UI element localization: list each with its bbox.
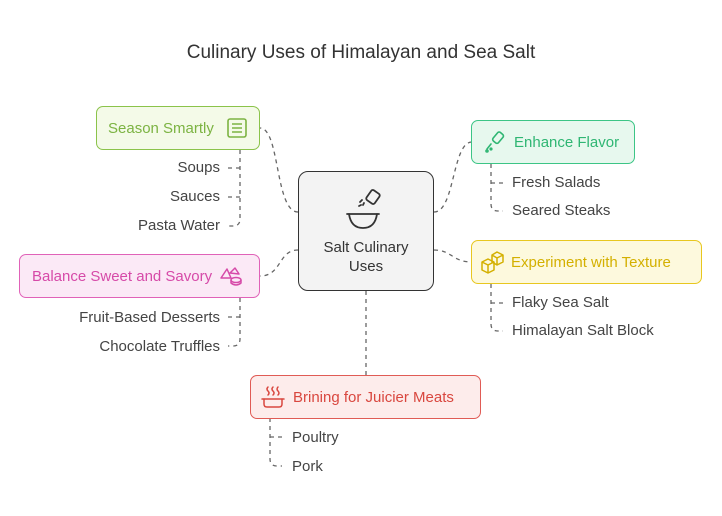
notepad-list-icon [224, 115, 250, 141]
branch-enhance-flavor: Enhance Flavor [471, 120, 635, 164]
center-node: Salt Culinary Uses [298, 171, 434, 291]
diagram-title: Culinary Uses of Himalayan and Sea Salt [186, 42, 536, 63]
salt-shaker-icon [482, 129, 508, 155]
branch-experiment-texture: Experiment with Texture [471, 240, 702, 284]
cubes-icon [480, 249, 506, 275]
branch-balance-sweet-savory: Balance Sweet and Savory [19, 254, 260, 298]
leaf-sauces: Sauces [169, 188, 220, 205]
center-label: Salt Culinary Uses [323, 239, 409, 275]
leaf-seared-steaks: Seared Steaks [512, 202, 611, 219]
leaf-chocolate-truffles: Chocolate Truffles [99, 338, 220, 355]
branch-label: Brining for Juicier Meats [293, 388, 454, 406]
leaf-soups: Soups [177, 159, 220, 176]
salt-shaker-bowl-icon [346, 189, 381, 229]
leaf-flaky-sea-salt: Flaky Sea Salt [512, 294, 609, 311]
branch-label: Experiment with Texture [511, 253, 671, 271]
branch-brining: Brining for Juicier Meats [250, 375, 481, 419]
leaf-fruit-based-desserts: Fruit-Based Desserts [79, 309, 220, 326]
leaf-pasta-water: Pasta Water [138, 217, 220, 234]
leaf-himalayan-salt-block: Himalayan Salt Block [512, 322, 654, 339]
branch-label: Season Smartly [108, 119, 214, 137]
steaming-pot-icon [260, 384, 286, 410]
dessert-icon [218, 263, 244, 289]
leaf-fresh-salads: Fresh Salads [512, 174, 601, 191]
branch-label: Balance Sweet and Savory [32, 267, 213, 285]
branch-label: Enhance Flavor [514, 133, 620, 151]
leaf-poultry: Poultry [292, 429, 339, 446]
branch-season-smartly: Season Smartly [96, 106, 260, 150]
leaf-pork: Pork [292, 458, 323, 475]
